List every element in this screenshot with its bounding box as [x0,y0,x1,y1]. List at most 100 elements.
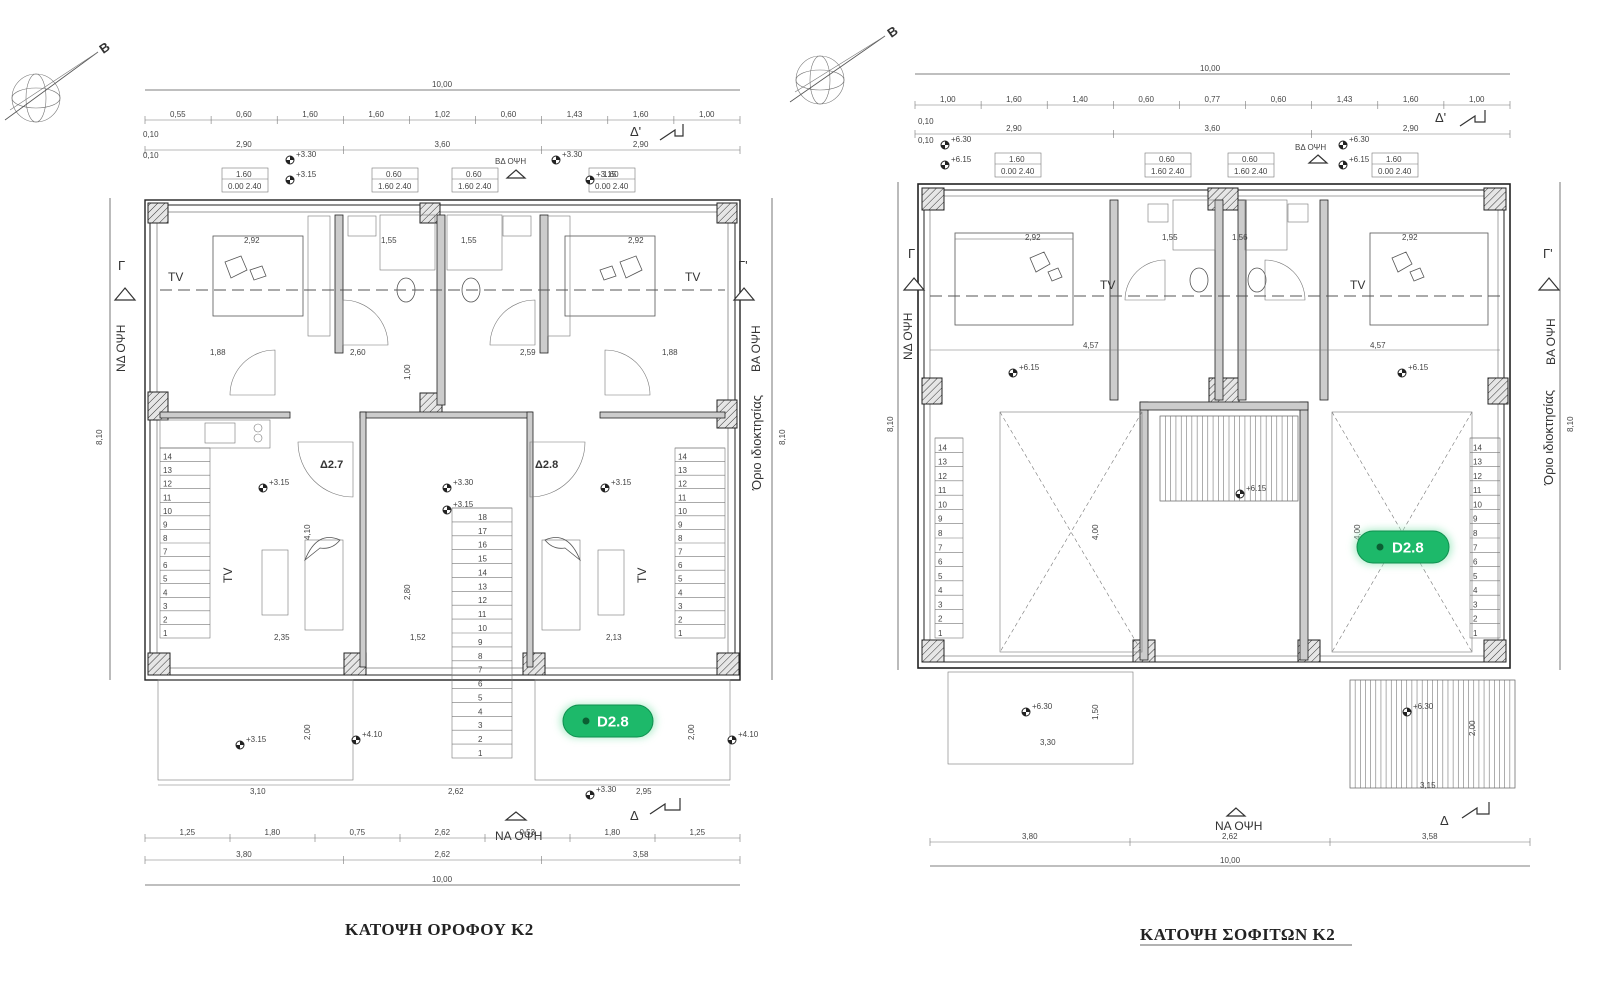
stepR-14: 14 [678,453,687,462]
stepRR-5: 5 [1473,572,1478,581]
unit-badge-d28[interactable]: D2.8 [560,704,656,738]
dim-height-right: 8,10 [778,429,787,445]
inner-dim-r-3: 2,92 [1402,233,1418,242]
step-9: 9 [478,638,483,647]
step-14: 14 [478,568,487,577]
step-2: 2 [478,735,483,744]
inner-dim-5: 2,60 [350,348,366,357]
stepRL-9: 9 [938,515,943,524]
dim-top-2: 1,60 [302,110,318,119]
inner-dim-12: 2,62 [448,787,464,796]
level-5: +3.15 [611,478,632,487]
inner-dim-16: 2,00 [303,724,312,740]
stepRL-3: 3 [938,600,943,609]
step-12: 12 [478,596,487,605]
stepRL-1: 1 [938,629,943,638]
stepRL-4: 4 [938,586,943,595]
step-1: 1 [478,749,483,758]
level-2: +3.15 [269,478,290,487]
level-r-1: +6.15 [951,155,972,164]
dim-top-5: 0,60 [501,110,517,119]
stepRL-6: 6 [938,558,943,567]
dim-top-r-1: 1,60 [1006,95,1022,104]
dim-top-r-4: 0,77 [1205,95,1221,104]
north-label: B [96,39,112,57]
dim-top-8: 1,00 [699,110,715,119]
stepRL-11: 11 [938,486,947,495]
stepL-1: 1 [163,629,168,638]
unit-badge-d28-attic[interactable]: D2.8 [1354,529,1452,565]
dim-top2-2: 2,90 [633,140,649,149]
inner-dim-9: 1,52 [410,633,426,642]
room-label-d28: Δ2.8 [535,459,558,471]
north-compass-2: B [789,23,901,105]
stepL-12: 12 [163,480,172,489]
roof-tiles-center [1159,415,1299,502]
window-r-3-height: 0.00 2.40 [1378,167,1412,176]
inner-dim-15: 2,80 [403,584,412,600]
section-left: Γ [118,258,125,273]
dim-top-r-8: 1,00 [1469,95,1485,104]
dim-010b-r: 0,10 [918,136,934,145]
tv-label-2: TV [685,270,700,284]
inner-dim-6: 2,59 [520,348,536,357]
stepRL-8: 8 [938,529,943,538]
dim-top-r-0: 1,00 [940,95,956,104]
inner-dim-13: 2,95 [636,787,652,796]
level-0: +3.30 [296,150,317,159]
dim-bot1-0: 1,25 [180,828,196,837]
stepRR-8: 8 [1473,529,1478,538]
dim-bot2-1: 2,62 [435,850,451,859]
window-1-height: 1.60 2.40 [378,182,412,191]
stepL-5: 5 [163,575,168,584]
dim-top2-1: 3,60 [435,140,451,149]
dim-height-left-2: 8,10 [886,416,895,432]
dim-height-left: 8,10 [95,429,104,445]
stepR-9: 9 [678,520,683,529]
step-16: 16 [478,541,487,550]
dim-bot2-2: 3,58 [633,850,649,859]
inner-dim-r-7: 4,00 [1353,524,1362,540]
window-0-height: 0.00 2.40 [228,182,262,191]
level-3: +3.30 [453,478,474,487]
property-boundary-label-2: Όριο ιδιοκτησίας [1541,390,1556,486]
level-r-3: +6.15 [1349,155,1370,164]
facade-top: ΒΔ ΟΨΗ [495,157,526,166]
window-0-width: 1.60 [236,170,252,179]
dim-top2-r-1: 3,60 [1205,124,1221,133]
window-2-height: 1.60 2.40 [458,182,492,191]
inner-dim-r-8: 3,30 [1040,738,1056,747]
stepL-10: 10 [163,507,172,516]
level-r-0: +6.30 [951,135,972,144]
window-r-1-height: 1.60 2.40 [1151,167,1185,176]
step-8: 8 [478,652,483,661]
dim-top-r-5: 0,60 [1271,95,1287,104]
inner-dim-11: 3,10 [250,787,266,796]
inner-dim-2: 1,55 [461,236,477,245]
tv-label-3: TV [221,568,235,583]
stepR-7: 7 [678,548,683,557]
stepRR-10: 10 [1473,500,1482,509]
stepR-11: 11 [678,493,687,502]
stepR-4: 4 [678,588,683,597]
step-3: 3 [478,721,483,730]
inner-dim-r-0: 2,92 [1025,233,1041,242]
level-r-2: +6.30 [1349,135,1370,144]
inner-dim-7: 1,88 [662,348,678,357]
inner-dim-r-10: 1,50 [1091,704,1100,720]
tv-label-5: TV [1100,278,1115,292]
level-8: +3.15 [596,170,617,179]
stepRR-7: 7 [1473,543,1478,552]
stepRL-14: 14 [938,443,947,452]
dim-bot1-1: 1,80 [265,828,281,837]
step-7: 7 [478,666,483,675]
dim-010: 0,10 [143,130,159,139]
